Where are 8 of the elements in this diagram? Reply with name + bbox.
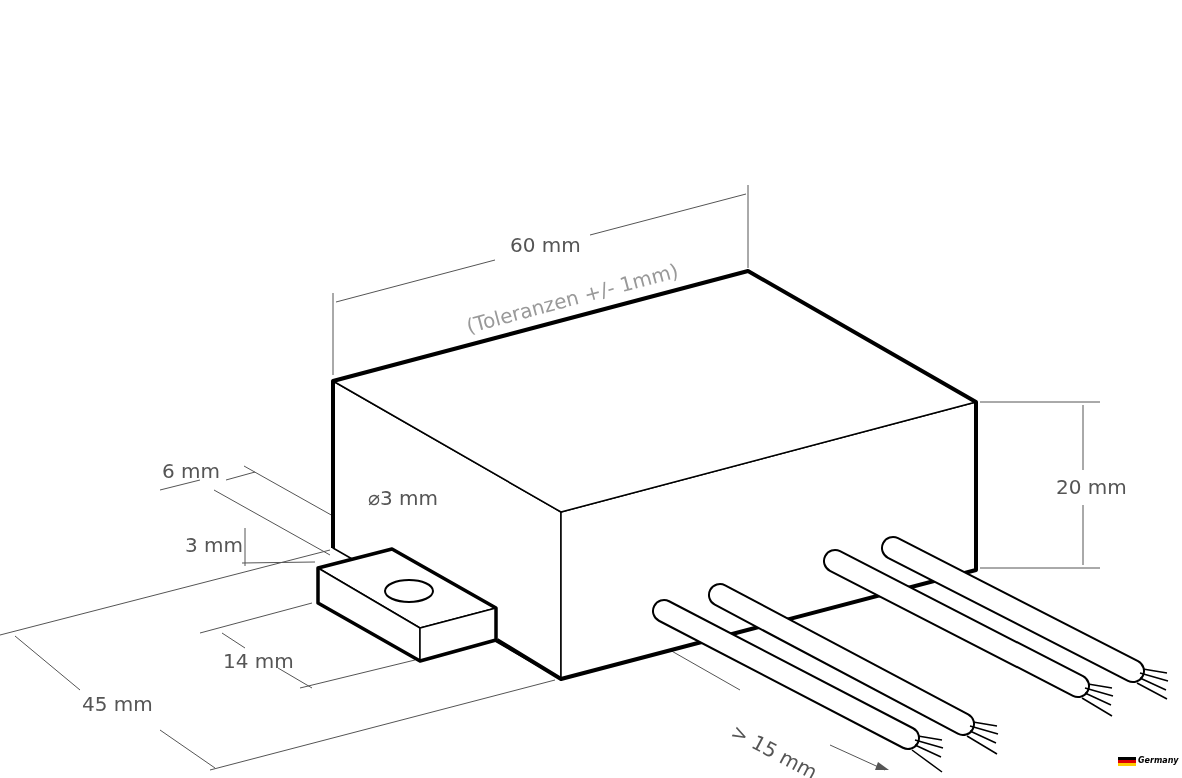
- dimension-label: 14 mm: [223, 650, 294, 672]
- dimension-label: 45 mm: [82, 693, 153, 715]
- country-label: Germany: [1138, 756, 1179, 766]
- dimension-label: ⌀3 mm: [368, 487, 439, 509]
- dimension-label: 20 mm: [1056, 476, 1127, 498]
- dimension-label: 6 mm: [162, 460, 221, 482]
- dimension-label: 3 mm: [185, 534, 244, 556]
- dimension-label: 60 mm: [510, 234, 581, 256]
